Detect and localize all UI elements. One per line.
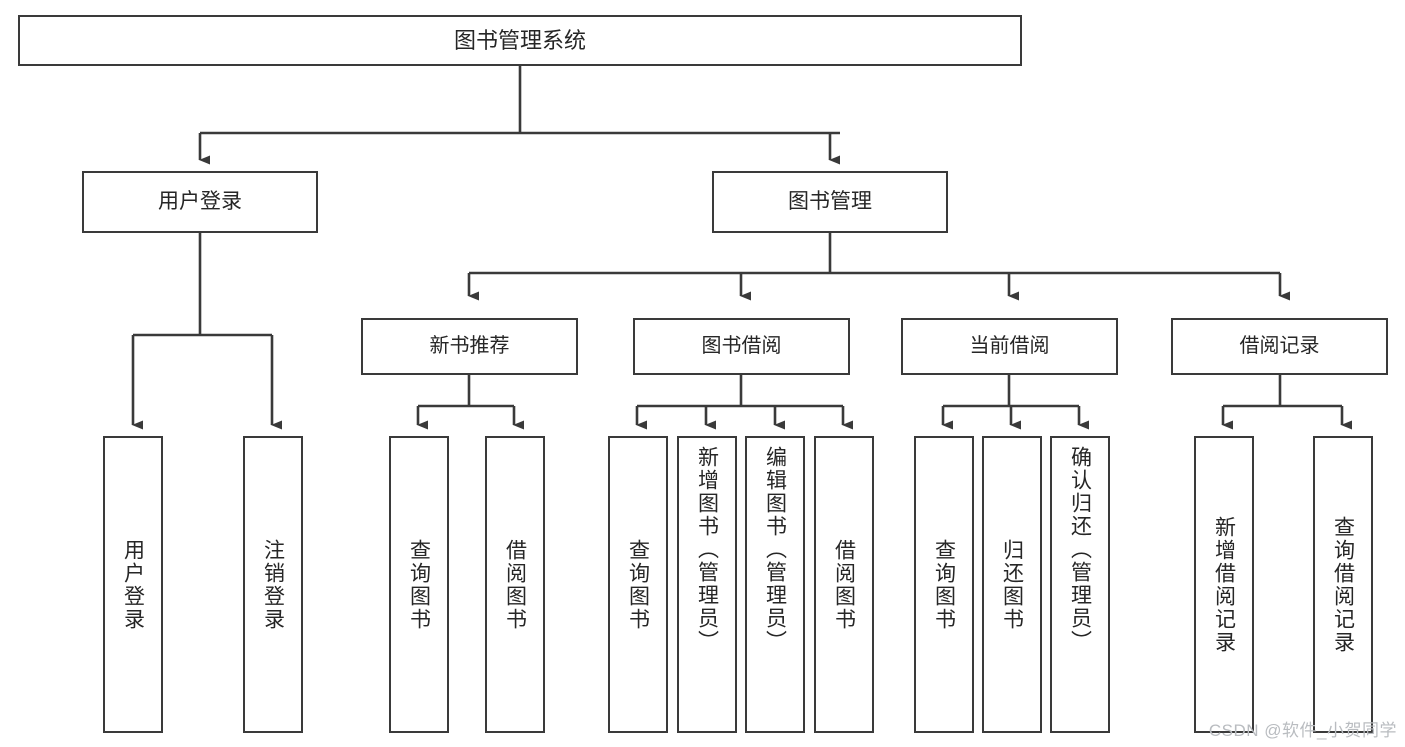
node-root-system[interactable]: 图书管理系统 <box>18 15 1022 66</box>
node-label: 查询图书 <box>932 538 956 631</box>
node-label: 查询借阅记录 <box>1331 515 1355 654</box>
leaf-borrow-record-query[interactable]: 查询借阅记录 <box>1313 436 1373 733</box>
leaf-current-borrow-return[interactable]: 归还图书 <box>982 436 1042 733</box>
node-user-login[interactable]: 用户登录 <box>82 171 318 233</box>
node-book-management[interactable]: 图书管理 <box>712 171 948 233</box>
leaf-new-book-borrow[interactable]: 借阅图书 <box>485 436 545 733</box>
leaf-book-borrow-edit[interactable]: 编辑图书（管理员） <box>745 436 805 733</box>
node-label: 借阅图书 <box>832 538 856 631</box>
node-label: 当前借阅 <box>969 334 1050 357</box>
node-label: 图书管理 <box>788 189 872 213</box>
leaf-book-borrow-add[interactable]: 新增图书（管理员） <box>677 436 737 733</box>
node-new-book-recommend[interactable]: 新书推荐 <box>361 318 578 375</box>
leaf-borrow-record-add[interactable]: 新增借阅记录 <box>1194 436 1254 733</box>
node-label: 确认归还（管理员） <box>1068 446 1092 653</box>
node-label: 注销登录 <box>261 538 285 631</box>
node-label: 新书推荐 <box>429 334 510 357</box>
node-label: 编辑图书（管理员） <box>763 446 787 653</box>
node-label: 归还图书 <box>1000 538 1024 631</box>
leaf-book-borrow-query[interactable]: 查询图书 <box>608 436 668 733</box>
leaf-book-borrow-borrow[interactable]: 借阅图书 <box>814 436 874 733</box>
node-borrow-record[interactable]: 借阅记录 <box>1171 318 1388 375</box>
node-label: 图书借阅 <box>701 334 782 357</box>
node-label: 借阅图书 <box>503 538 527 631</box>
leaf-current-borrow-confirm[interactable]: 确认归还（管理员） <box>1050 436 1110 733</box>
node-label: 新增图书（管理员） <box>695 446 719 653</box>
leaf-user-login-logout[interactable]: 注销登录 <box>243 436 303 733</box>
node-label: 图书管理系统 <box>453 27 586 53</box>
leaf-user-login-login[interactable]: 用户登录 <box>103 436 163 733</box>
node-label: 新增借阅记录 <box>1212 515 1236 654</box>
leaf-new-book-query[interactable]: 查询图书 <box>389 436 449 733</box>
node-book-borrow[interactable]: 图书借阅 <box>633 318 850 375</box>
csdn-watermark: CSDN @软件_小贺同学 <box>1208 721 1397 740</box>
node-label: 用户登录 <box>158 189 242 213</box>
node-current-borrow[interactable]: 当前借阅 <box>901 318 1118 375</box>
node-label: 查询图书 <box>407 538 431 631</box>
node-label: 用户登录 <box>121 538 145 631</box>
node-label: 查询图书 <box>626 538 650 631</box>
node-label: 借阅记录 <box>1239 334 1320 357</box>
leaf-current-borrow-query[interactable]: 查询图书 <box>914 436 974 733</box>
